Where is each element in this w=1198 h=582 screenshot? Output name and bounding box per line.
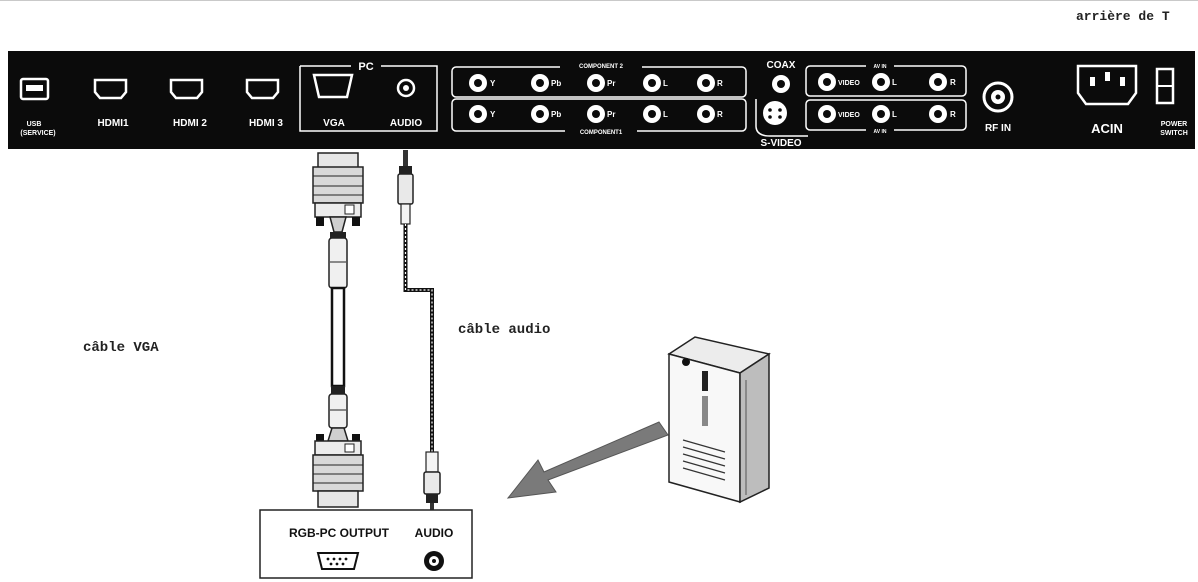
audio-plug-icon xyxy=(397,150,414,225)
computer-tower-icon xyxy=(667,336,771,504)
usb-label: USB xyxy=(27,121,42,128)
arrow-icon xyxy=(506,421,669,499)
svg-text:R: R xyxy=(950,78,956,87)
av-block: AV IN AV IN VIDEO L R VIDEO L R xyxy=(805,62,967,135)
tv-rear-panel: USB (SERVICE) HDMI1 HDMI 2 HDMI 3 PC xyxy=(8,51,1195,149)
svg-text:Pb: Pb xyxy=(551,110,561,119)
audio-port xyxy=(396,78,416,98)
svg-text:R: R xyxy=(717,110,723,119)
svg-text:L: L xyxy=(663,79,668,88)
svg-text:Pr: Pr xyxy=(607,79,615,88)
svg-text:L: L xyxy=(663,110,668,119)
svg-text:Y: Y xyxy=(490,110,496,119)
vga-cable xyxy=(312,152,364,508)
audio-cable-label: câble audio xyxy=(458,322,551,338)
hdmi2-label: HDMI 2 xyxy=(173,118,207,129)
svideo-label: S-VIDEO xyxy=(760,138,801,149)
coax-label: COAX xyxy=(767,60,796,71)
audio-output-jack-icon xyxy=(424,551,444,571)
svideo-port xyxy=(763,101,787,125)
power-switch: POWER SWITCH xyxy=(1155,67,1188,137)
av-top-label: AV IN xyxy=(874,64,887,70)
component1-jacks: Y Pb Pr L R xyxy=(469,105,723,123)
ac-in-label: ACIN xyxy=(1091,121,1123,136)
vga-connector-icon xyxy=(312,152,364,289)
svg-text:L: L xyxy=(892,110,897,119)
audio-cable xyxy=(397,150,441,512)
component-block: COMPONENT 2 COMPONENT1 Y Pb Pr L R xyxy=(451,62,747,136)
pc-group-label: PC xyxy=(358,61,373,73)
rf-in-label: RF IN xyxy=(985,123,1011,134)
hdmi3-label: HDMI 3 xyxy=(249,118,283,129)
svg-text:L: L xyxy=(892,78,897,87)
vga-output-port-icon xyxy=(316,552,360,570)
svg-text:R: R xyxy=(717,79,723,88)
pc-group: PC VGA AUDIO xyxy=(299,61,438,132)
coax-svideo-block: COAX S-VIDEO xyxy=(755,60,808,149)
corner-note: arrière de T xyxy=(1076,9,1170,24)
hdmi-port-2: HDMI 2 xyxy=(169,78,207,129)
ac-in-port: ACIN xyxy=(1076,64,1138,136)
usb-service-label: (SERVICE) xyxy=(20,130,55,137)
component2-jacks: Y Pb Pr L R xyxy=(469,74,723,92)
audio-plug-bottom-icon xyxy=(423,451,441,512)
vga-label: VGA xyxy=(323,118,345,129)
rf-in-port: RF IN xyxy=(982,81,1014,134)
pc-audio-label: AUDIO xyxy=(415,526,454,540)
svg-text:Pb: Pb xyxy=(551,79,561,88)
audio-label: AUDIO xyxy=(390,118,422,129)
svg-text:VIDEO: VIDEO xyxy=(838,80,860,87)
component2-label: COMPONENT 2 xyxy=(579,64,624,70)
vga-port xyxy=(312,73,354,99)
hdmi-port-3: HDMI 3 xyxy=(245,78,283,129)
component1-label: COMPONENT1 xyxy=(580,130,623,136)
hdmi-port-1: HDMI1 xyxy=(93,78,129,129)
svg-text:R: R xyxy=(950,110,956,119)
svg-text:Pr: Pr xyxy=(607,110,615,119)
vga-connector-bottom-icon xyxy=(312,386,364,508)
av-bottom-label: AV IN xyxy=(874,129,887,135)
rgb-pc-output-label: RGB-PC OUTPUT xyxy=(289,526,390,540)
svg-text:Y: Y xyxy=(490,79,496,88)
svg-text:VIDEO: VIDEO xyxy=(838,112,860,119)
pc-output-panel: RGB-PC OUTPUT AUDIO xyxy=(259,509,473,579)
vga-cable-label: câble VGA xyxy=(83,340,159,356)
top-divider xyxy=(0,0,1198,1)
usb-port: USB (SERVICE) xyxy=(19,77,56,137)
switch-label: SWITCH xyxy=(1160,130,1188,137)
hdmi1-label: HDMI1 xyxy=(97,118,129,129)
power-label: POWER xyxy=(1161,121,1187,128)
